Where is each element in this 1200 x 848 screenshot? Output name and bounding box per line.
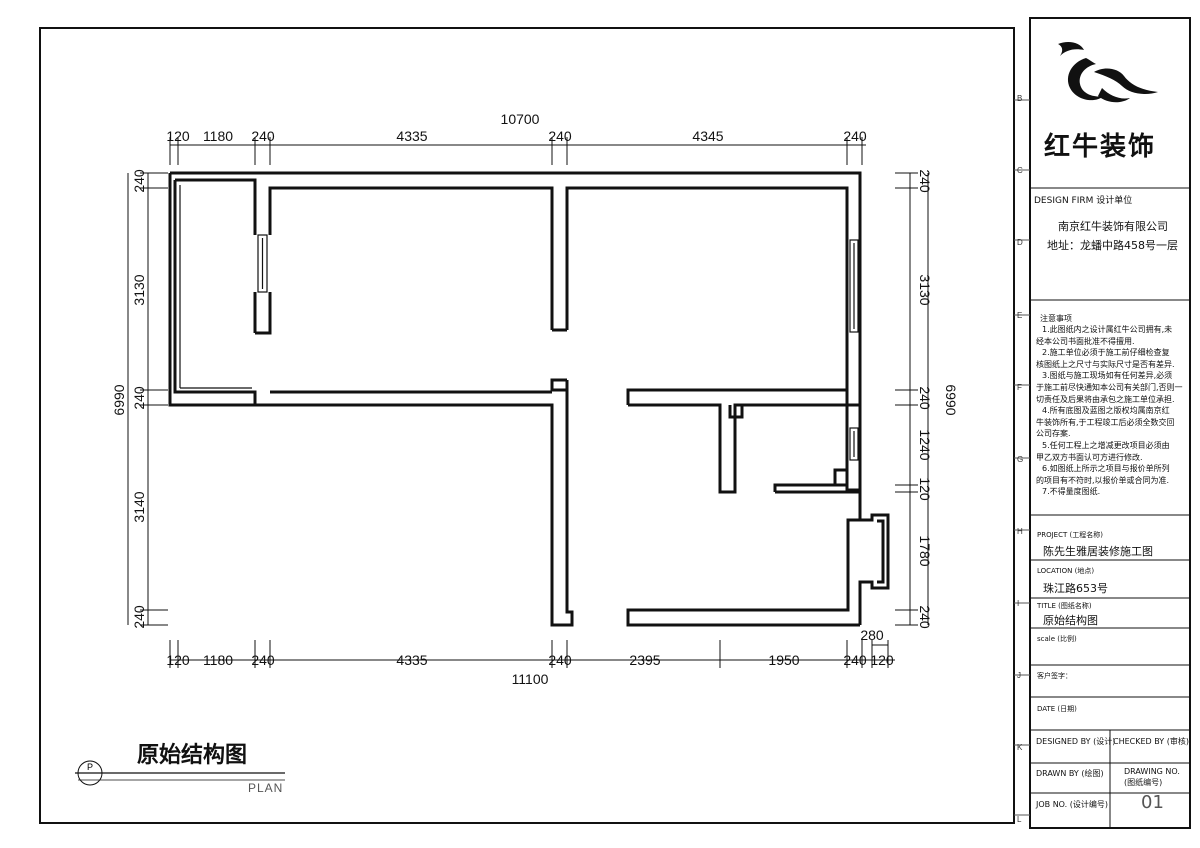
dim-left-seg: 3140 [131, 491, 147, 522]
firm-name: 南京红牛装饰有限公司 [1058, 220, 1168, 233]
dim-top-seg: 240 [843, 128, 867, 144]
company-logo-icon [1058, 42, 1158, 103]
drawing-title-value: 原始结构图 [1043, 614, 1098, 627]
dim-bottom-seg: 240 [251, 652, 275, 668]
dim-bottom-seg: 120 [166, 652, 190, 668]
note-line: 经本公司书面批准不得擅用. [1036, 336, 1135, 346]
grid-letter: E [1017, 311, 1022, 320]
dim-left-seg: 240 [131, 605, 147, 629]
note-line: 5.任何工程上之增减更改项目必须由 [1042, 440, 1170, 450]
note-line: 7.不得量度图纸. [1042, 487, 1101, 497]
grid-ticks [1014, 99, 1030, 816]
plan-title-group: P 原始结构图 PLAN [75, 742, 285, 795]
dim-bottom-seg: 120 [870, 652, 894, 668]
dim-left-seg: 240 [131, 169, 147, 193]
dim-top-seg: 240 [251, 128, 275, 144]
location-value: 珠江路653号 [1043, 582, 1108, 595]
dim-left-overall: 6990 [111, 384, 127, 415]
firm-address: 地址：龙蟠中路458号一层 [1047, 239, 1178, 252]
drawing-no-sublabel: (图纸编号) [1124, 778, 1163, 787]
location-label: LOCATION (地点) [1037, 567, 1095, 575]
grid-letter: B [1017, 94, 1022, 103]
dim-bottom-seg: 240 [843, 652, 867, 668]
drawing-border [39, 27, 1015, 824]
plan-subtitle: PLAN [248, 781, 283, 795]
drawing-title-label: TITLE (图纸名称) [1037, 602, 1092, 610]
grid-letter: H [1017, 527, 1023, 536]
dim-right-overall: 6990 [943, 384, 959, 415]
date-label: DATE (日期) [1037, 705, 1077, 713]
dim-right-seg: 1240 [917, 429, 933, 460]
dim-top-seg: 120 [166, 128, 190, 144]
dim-right-seg: 240 [917, 169, 933, 193]
windows [179, 185, 859, 461]
grid-letter: I [1017, 599, 1019, 608]
grid-letter: C [1017, 166, 1023, 175]
notes-list: 1.此图纸内之设计属红牛公司拥有,未 经本公司书面批准不得擅用. 2.施工单位必… [1036, 324, 1186, 498]
designed-by-label: DESIGNED BY (设计) [1036, 737, 1116, 746]
grid-letter: G [1017, 455, 1023, 464]
grid-letter: L [1017, 815, 1022, 824]
scale-label: scale (比例) [1037, 635, 1077, 643]
dim-bottom-seg: 4335 [396, 652, 427, 668]
plan-symbol-letter: P [87, 762, 93, 772]
notes-title: 注意事项 [1040, 314, 1072, 323]
note-line: 的项目有不符时,以报价单或合同为准. [1036, 475, 1170, 485]
dimension-lines [127, 137, 929, 668]
note-line: 牛装饰所有,于工程竣工后必须全数交回 [1036, 417, 1175, 427]
dim-top-seg: 240 [548, 128, 572, 144]
grid-letter: J [1017, 671, 1021, 680]
checked-by-label: CHECKED BY (审核) [1113, 737, 1189, 746]
dim-top-seg: 4345 [692, 128, 723, 144]
drawing-no-value: 01 [1141, 792, 1164, 813]
note-line: 切责任及后果将由承包之施工单位承担. [1036, 394, 1175, 404]
dim-right-seg: 1780 [917, 535, 933, 566]
note-line: 核图纸上之尺寸与实际尺寸是否有差异. [1036, 359, 1175, 369]
dim-right-seg: 240 [917, 386, 933, 410]
dim-right-seg: 240 [917, 605, 933, 629]
drawing-no-label: DRAWING NO. [1124, 767, 1180, 776]
dim-bottom-seg: 2395 [629, 652, 660, 668]
project-label: PROJECT (工程名称) [1037, 531, 1103, 539]
note-line: 6.如图纸上所示之项目与报价单所列 [1042, 464, 1170, 474]
walls [168, 171, 890, 627]
note-line: 4.所有底图及蓝图之版权均属南京红 [1042, 406, 1170, 416]
title-block-lines [1030, 187, 1190, 828]
dim-left-seg: 3130 [131, 274, 147, 305]
dim-right-seg: 3130 [917, 274, 933, 305]
note-line: 甲乙双方书面认可方进行修改. [1036, 452, 1143, 462]
note-line: 公司存案. [1036, 429, 1071, 439]
project-value: 陈先生雅居装修施工图 [1043, 545, 1153, 558]
note-line: 2.施工单位必须于施工前仔细检查复 [1042, 348, 1170, 358]
dim-top-seg: 1180 [203, 128, 233, 144]
dim-right-seg: 120 [917, 477, 933, 501]
dim-bottom-seg: 1950 [768, 652, 799, 668]
grid-letter: D [1017, 238, 1023, 247]
drawn-by-label: DRAWN BY (绘图) [1036, 769, 1104, 778]
note-line: 3.图纸与施工现场如有任何差异,必须 [1042, 371, 1173, 381]
grid-letter: F [1017, 383, 1022, 392]
dim-top-seg: 4335 [396, 128, 427, 144]
dim-bottom-overall: 11100 [512, 671, 549, 687]
dim-bottom-seg: 240 [548, 652, 572, 668]
dim-top-overall: 10700 [501, 111, 540, 127]
grid-letter: K [1017, 743, 1023, 752]
dim-bottom-seg: 1180 [203, 652, 233, 668]
dim-left-seg: 240 [131, 386, 147, 410]
company-name: 红牛装饰 [1044, 132, 1157, 162]
job-no-label: JOB NO. (设计编号) [1036, 800, 1108, 809]
note-line: 于施工前尽快通知本公司有关部门,否则一 [1036, 382, 1183, 392]
plan-title: 原始结构图 [137, 742, 247, 768]
note-line: 1.此图纸内之设计属红牛公司拥有,未 [1042, 325, 1173, 334]
client-signature-label: 客户签字： [1037, 672, 1072, 680]
dim-bottom-extra: 280 [860, 627, 884, 643]
grid-letters: B C D E F G H I J K L [1017, 94, 1023, 824]
design-firm-label: DESIGN FIRM 设计单位 [1034, 196, 1133, 206]
